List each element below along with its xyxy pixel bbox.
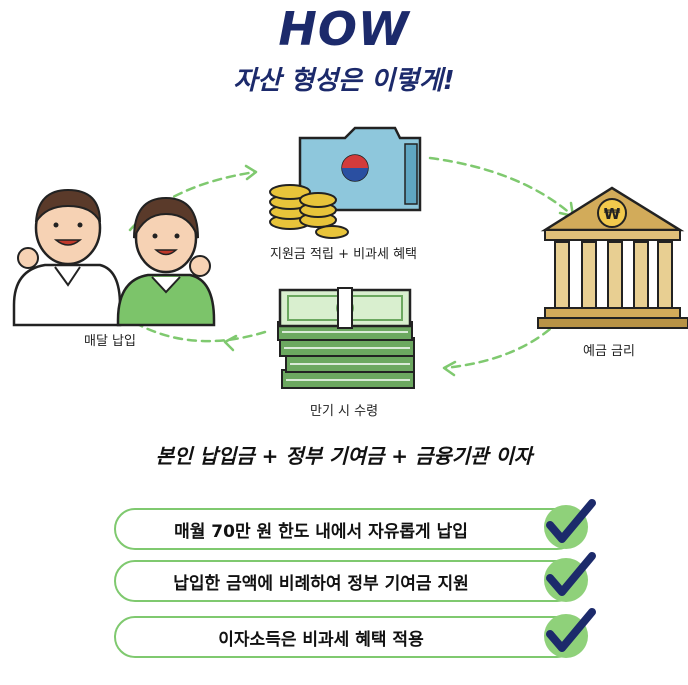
folder-coins-icon	[269, 126, 422, 239]
people-icon	[12, 188, 216, 327]
check-icon	[544, 499, 596, 549]
bank-icon: ₩	[537, 186, 688, 329]
arrow-cash-to-people	[128, 318, 267, 343]
benefit-text: 이자소득은 비과세 혜택 적용	[218, 629, 424, 650]
cash-stack-icon	[277, 287, 415, 389]
step-label-interest: 예금 금리	[583, 344, 635, 359]
benefit-row-3: 이자소득은 비과세 혜택 적용	[114, 616, 578, 658]
check-icon	[544, 608, 596, 658]
arrow-folder-to-bank	[428, 156, 574, 217]
step-label-support: 지원금 적립 + 비과세 혜택	[270, 247, 418, 262]
benefit-row-2: 납입한 금액에 비례하여 정부 기여금 지원	[114, 560, 578, 602]
title-how: HOW	[278, 2, 410, 56]
svg-text:₩: ₩	[604, 205, 621, 223]
formula: 본인 납입금 + 정부 기여금 + 금융기관 이자	[155, 444, 533, 468]
step-label-monthly: 매달 납입	[84, 334, 136, 349]
benefit-text: 납입한 금액에 비례하여 정부 기여금 지원	[173, 573, 469, 594]
check-icon	[544, 552, 596, 602]
benefit-row-1: 매월 70만 원 한도 내에서 자유롭게 납입	[114, 508, 578, 550]
title-subtitle: 자산 형성은 이렇게!	[233, 66, 455, 96]
arrow-bank-to-cash	[443, 318, 562, 370]
benefit-text: 매월 70만 원 한도 내에서 자유롭게 납입	[174, 521, 468, 542]
cycle-diagram: ₩	[12, 126, 688, 389]
step-label-maturity: 만기 시 수령	[310, 404, 379, 419]
